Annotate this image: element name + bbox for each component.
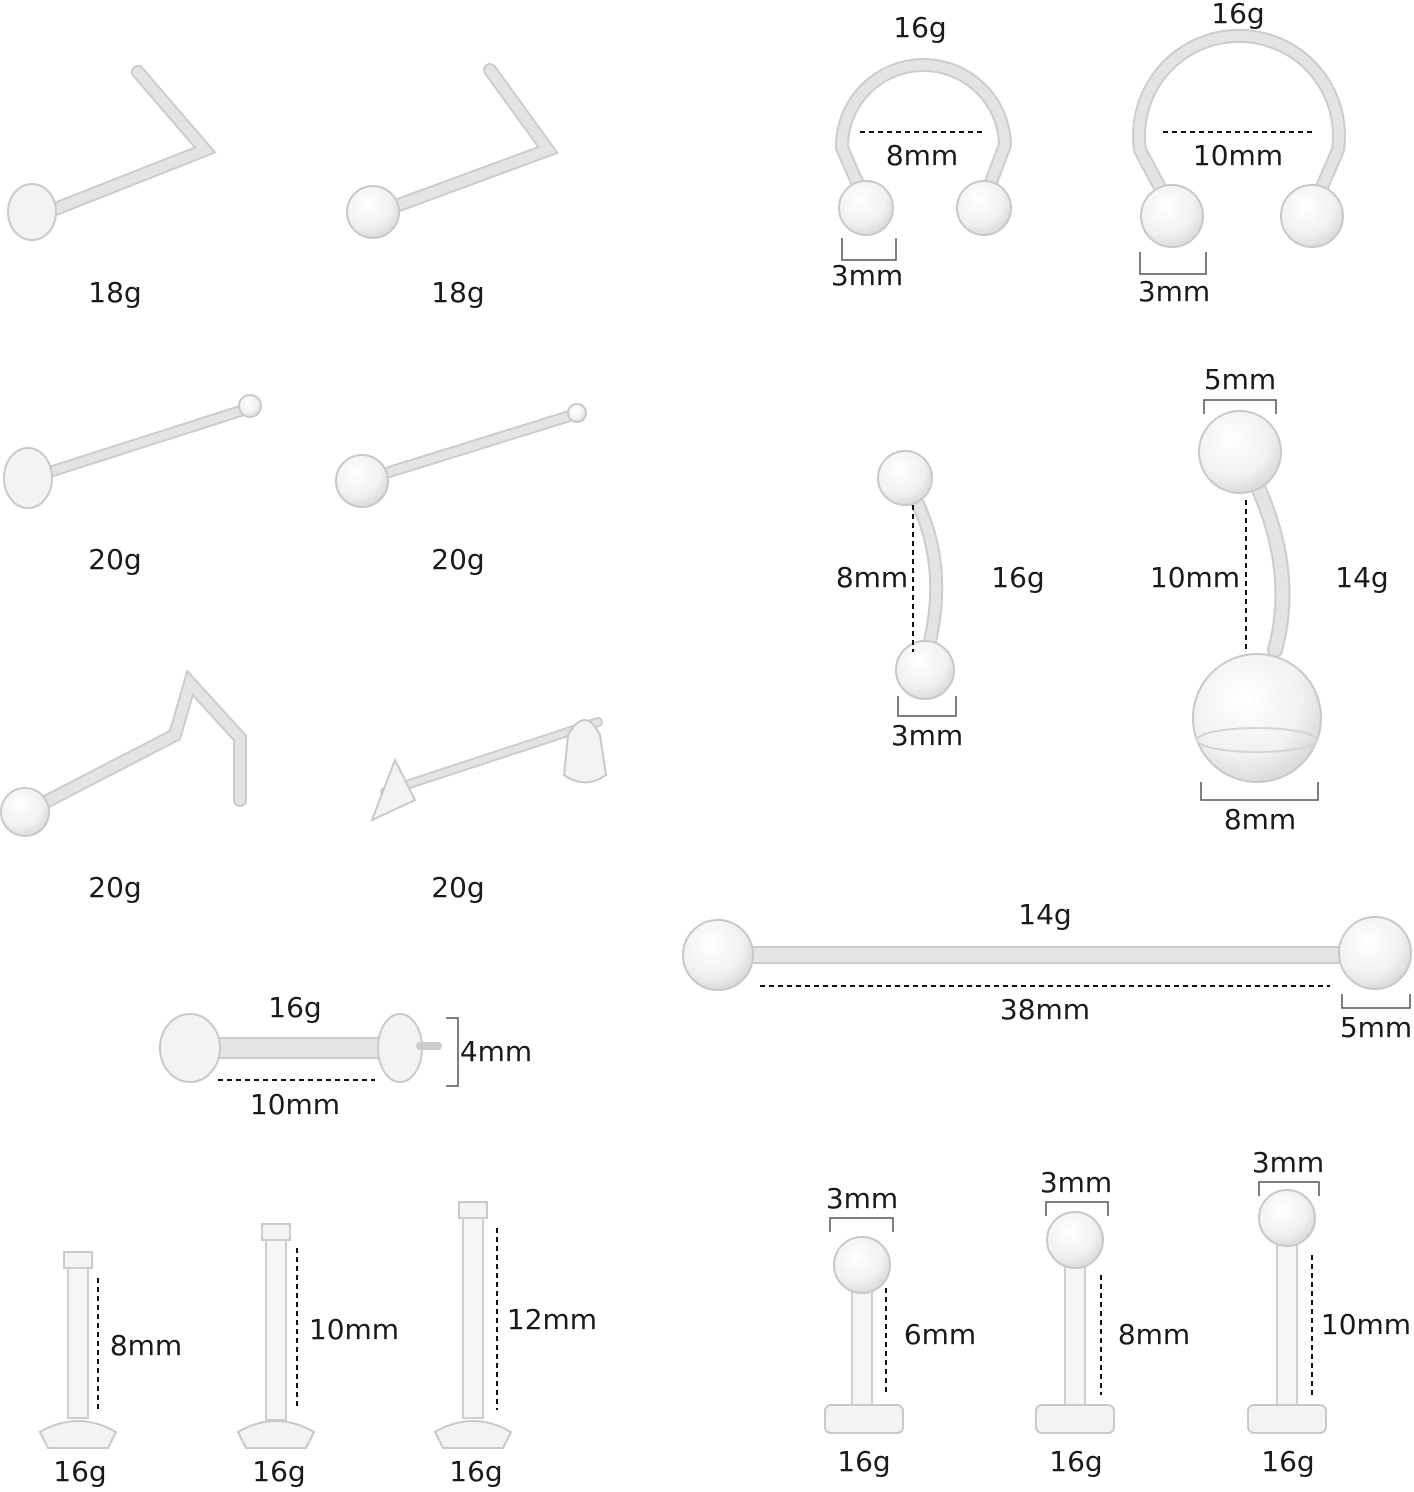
horseshoe-large-shape — [1132, 28, 1346, 275]
industrial-barbell-length: 38mm — [999, 993, 1091, 1026]
nose-stud-ball-gauge: 20g — [431, 543, 485, 576]
labret-ball-8-length: 8mm — [1117, 1318, 1191, 1351]
nose-l-bend-ball-shape — [346, 63, 560, 239]
labret-ball-8-ball-size: 3mm — [1039, 1166, 1113, 1199]
labret-post-8-shape — [38, 1251, 118, 1449]
belly-ring-top-ball-size: 5mm — [1203, 363, 1277, 396]
horseshoe-small-shape — [834, 58, 1013, 261]
tragus-barbell-shape — [159, 1013, 459, 1087]
nose-screw-shape — [0, 669, 247, 837]
industrial-barbell-ball-size: 5mm — [1339, 1011, 1413, 1044]
curved-barbell-length: 8mm — [835, 561, 909, 594]
nose-stud-ball-shape — [335, 403, 587, 508]
belly-ring-shape — [1192, 399, 1322, 801]
horseshoe-large-gauge: 16g — [1211, 0, 1265, 30]
curved-barbell-shape — [877, 450, 957, 717]
labret-post-10-shape — [236, 1223, 316, 1449]
labret-ball-10-gauge: 16g — [1261, 1445, 1315, 1478]
belly-ring-length: 10mm — [1149, 561, 1241, 594]
tragus-barbell-height: 4mm — [459, 1035, 533, 1068]
tragus-barbell-length: 10mm — [249, 1088, 341, 1121]
belly-ring-gauge: 14g — [1335, 561, 1389, 594]
labret-post-10-length: 10mm — [308, 1313, 400, 1346]
nose-l-bend-flat-shape — [7, 65, 217, 241]
labret-post-8-length: 8mm — [109, 1329, 183, 1362]
labret-ball-6-gauge: 16g — [837, 1445, 891, 1478]
industrial-barbell-gauge: 14g — [1018, 898, 1072, 931]
labret-ball-10-length: 10mm — [1320, 1308, 1412, 1341]
horseshoe-small-gauge: 16g — [893, 11, 947, 44]
horseshoe-large-ball-size: 3mm — [1137, 275, 1211, 308]
nose-stud-flat-shape — [3, 394, 262, 509]
labret-post-12-length: 12mm — [506, 1303, 598, 1336]
labret-ball-8-shape — [1035, 1201, 1115, 1434]
nose-l-bend-ball-gauge: 18g — [431, 276, 485, 309]
labret-ball-6-length: 6mm — [903, 1318, 977, 1351]
industrial-barbell-shape — [682, 916, 1412, 1009]
belly-ring-bottom-ball-size: 8mm — [1223, 803, 1297, 836]
curved-barbell-gauge: 16g — [991, 561, 1045, 594]
labret-post-10-gauge: 16g — [252, 1455, 306, 1488]
horseshoe-small-diameter: 8mm — [885, 139, 959, 172]
labret-ball-8-gauge: 16g — [1049, 1445, 1103, 1478]
tragus-barbell-gauge: 16g — [268, 991, 322, 1024]
nose-l-bend-flat-gauge: 18g — [88, 276, 142, 309]
horseshoe-small-ball-size: 3mm — [830, 259, 904, 292]
nose-pin-backing-shape — [370, 717, 608, 822]
labret-post-12-gauge: 16g — [449, 1455, 503, 1488]
nose-screw-gauge: 20g — [88, 871, 142, 904]
labret-ball-10-shape — [1247, 1181, 1327, 1434]
labret-post-12-shape — [433, 1201, 513, 1449]
labret-ball-6-ball-size: 3mm — [825, 1182, 899, 1215]
nose-pin-gauge: 20g — [431, 871, 485, 904]
nose-stud-flat-gauge: 20g — [88, 543, 142, 576]
labret-post-8-gauge: 16g — [53, 1455, 107, 1488]
labret-ball-6-shape — [824, 1217, 904, 1434]
labret-ball-10-ball-size: 3mm — [1251, 1146, 1325, 1179]
curved-barbell-ball-size: 3mm — [890, 719, 964, 752]
horseshoe-large-diameter: 10mm — [1192, 139, 1284, 172]
